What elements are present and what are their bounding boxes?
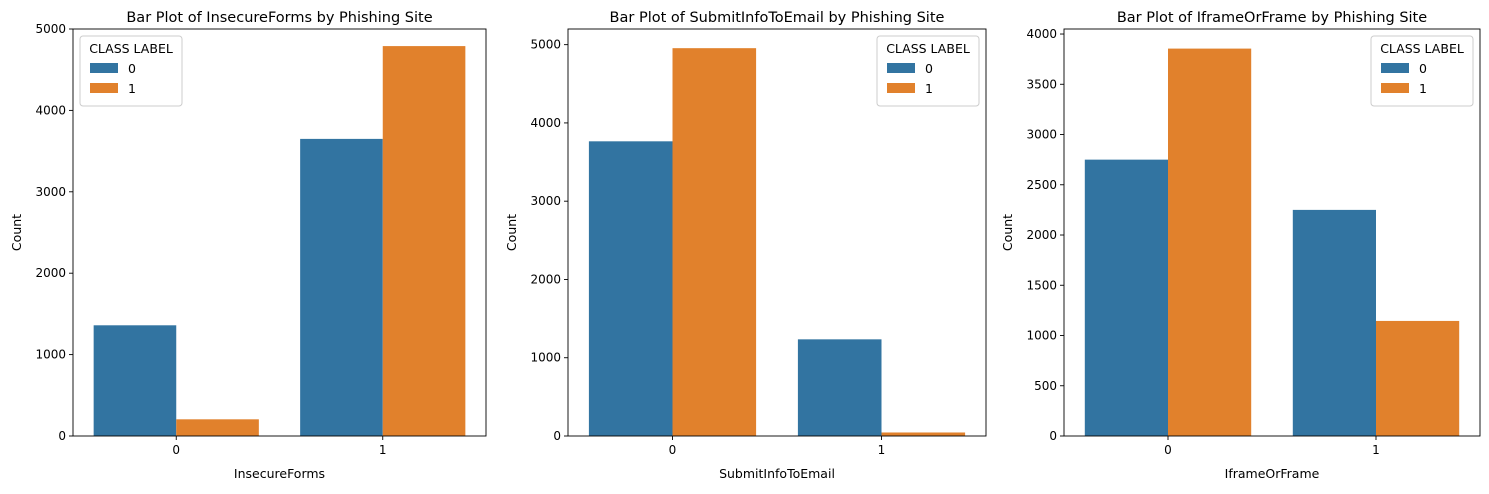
- x-tick-label: 0: [172, 443, 180, 457]
- chart-title: Bar Plot of InsecureForms by Phishing Si…: [126, 10, 432, 26]
- y-tick-label: 1500: [1026, 278, 1057, 292]
- legend-label-class-0: 0: [128, 61, 136, 76]
- y-tick-label: 2000: [530, 272, 561, 286]
- x-axis-label: IframeOrFrame: [1225, 466, 1320, 481]
- y-tick-label: 3000: [530, 194, 561, 208]
- legend-swatch-class-0: [90, 63, 118, 73]
- subplot-2: 0 1000 2000 3000 4000 5000 0 1 Bar Plot of Submi…: [504, 10, 987, 481]
- legend-swatch-class-1: [887, 83, 915, 93]
- legend-swatch-class-0: [1381, 63, 1409, 73]
- plot-frame: [72, 28, 487, 437]
- x-tick-label: 1: [379, 443, 387, 457]
- y-tick-label: 5000: [35, 22, 66, 36]
- legend-swatch-class-1: [1381, 83, 1409, 93]
- y-tick-label: 0: [1049, 429, 1057, 443]
- y-tick-label: 4000: [35, 103, 66, 117]
- bar-0-class-0: [1084, 159, 1168, 436]
- y-tick-label: 2000: [1026, 228, 1057, 242]
- chart-title: Bar Plot of IframeOrFrame by Phishing Si…: [1117, 10, 1427, 26]
- y-tick-label: 3000: [1026, 128, 1057, 142]
- bar-0-class-1: [672, 48, 757, 436]
- y-tick-label: 4000: [530, 116, 561, 130]
- legend-title: CLASS LABEL: [886, 41, 970, 56]
- x-tick-label: 1: [1372, 443, 1380, 457]
- legend-label-class-0: 0: [925, 61, 933, 76]
- subplot-1: 0 1000 2000 3000 4000 5000 0 1 Bar Plot of Insec…: [9, 10, 487, 481]
- y-tick-label: 4000: [1026, 27, 1057, 41]
- bar-1-class-0: [797, 339, 882, 436]
- legend-label-class-1: 1: [128, 81, 136, 96]
- y-tick-label: 1000: [1026, 329, 1057, 343]
- bar-1-class-0: [300, 138, 383, 436]
- y-tick-label: 500: [1034, 379, 1057, 393]
- legend-title: CLASS LABEL: [89, 41, 173, 56]
- y-tick-label: 3500: [1026, 77, 1057, 91]
- bar-1-class-1: [881, 432, 966, 436]
- legend-label-class-1: 1: [925, 81, 933, 96]
- y-axis-label: Count: [1000, 214, 1015, 251]
- y-tick-label: 2500: [1026, 178, 1057, 192]
- legend: CLASS LABEL 0 1: [79, 35, 183, 107]
- y-tick-label: 0: [553, 429, 561, 443]
- x-tick-label: 0: [669, 443, 677, 457]
- bar-0-class-1: [1168, 48, 1252, 437]
- bar-1-class-1: [382, 46, 466, 437]
- bar-0-class-0: [93, 325, 177, 436]
- y-tick-label: 1000: [530, 351, 561, 365]
- plot-frame: [1063, 28, 1481, 437]
- y-tick-label: 2000: [35, 266, 66, 280]
- legend: CLASS LABEL 0 1: [1370, 35, 1474, 107]
- y-tick-label: 1000: [35, 348, 66, 362]
- plot-frame: [567, 28, 987, 437]
- x-axis-label: InsecureForms: [234, 466, 325, 481]
- y-tick-label: 5000: [530, 38, 561, 52]
- x-tick-label: 1: [878, 443, 886, 457]
- x-tick-label: 0: [1164, 443, 1172, 457]
- legend-title: CLASS LABEL: [1380, 41, 1464, 56]
- y-axis-label: Count: [504, 214, 519, 251]
- legend-label-class-1: 1: [1419, 81, 1427, 96]
- bar-0-class-1: [176, 419, 259, 436]
- bar-1-class-1: [1376, 320, 1460, 436]
- legend-swatch-class-1: [90, 83, 118, 93]
- y-axis-label: Count: [9, 214, 24, 251]
- chart-title: Bar Plot of SubmitInfoToEmail by Phishin…: [610, 10, 945, 26]
- y-tick-label: 3000: [35, 185, 66, 199]
- legend-label-class-0: 0: [1419, 61, 1427, 76]
- y-tick-label: 0: [58, 429, 66, 443]
- subplot-3: 0 500 1000 1500 2000 2500 3000 3500 4000 0 1 Bar Pl…: [1000, 10, 1481, 481]
- legend: CLASS LABEL 0 1: [876, 35, 980, 107]
- legend-swatch-class-0: [887, 63, 915, 73]
- bar-0-class-0: [588, 141, 673, 436]
- x-axis-label: SubmitInfoToEmail: [719, 466, 835, 481]
- bar-1-class-0: [1292, 209, 1376, 436]
